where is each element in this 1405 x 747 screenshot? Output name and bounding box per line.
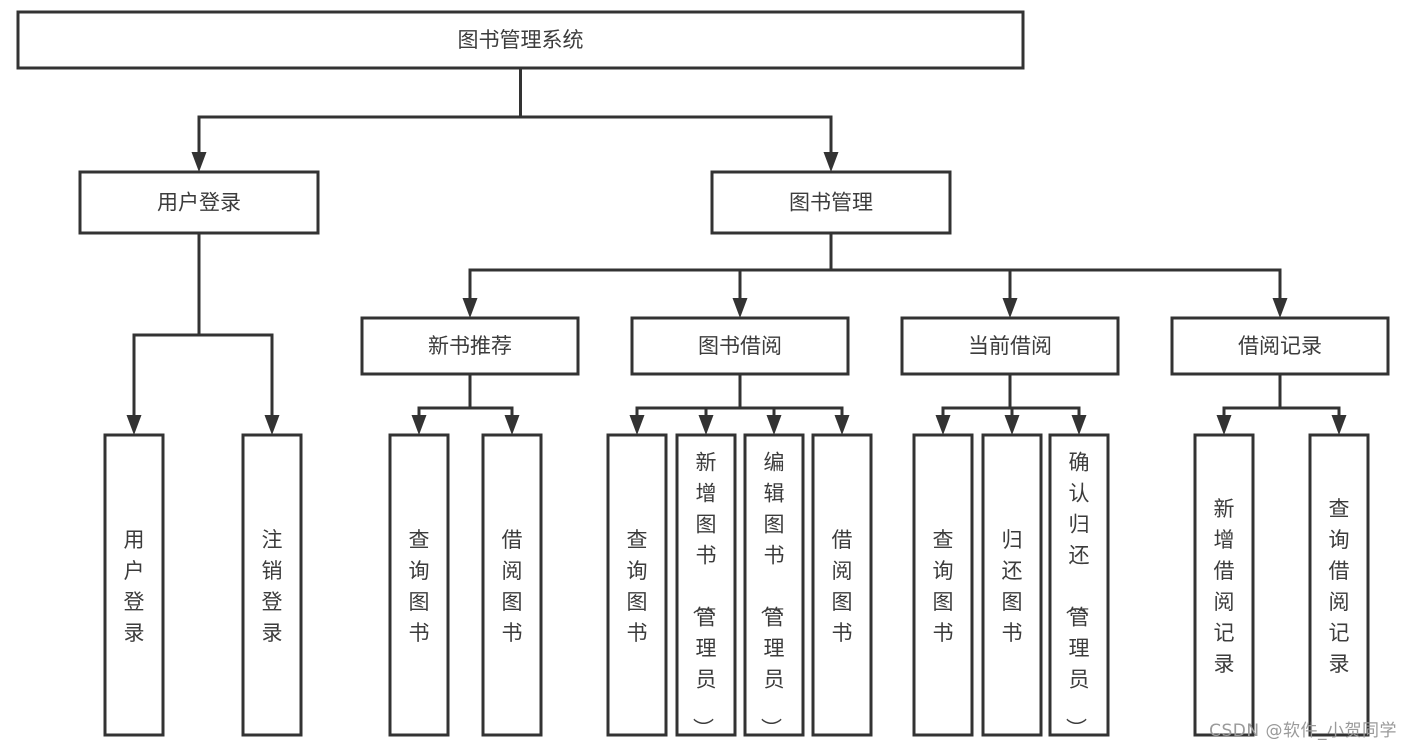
node-label: 新书推荐 <box>428 334 512 358</box>
arrow-head-icon <box>191 152 207 172</box>
node-borrow-record[interactable]: 借阅记录 <box>1170 316 1390 376</box>
node-box <box>606 433 668 737</box>
node-box <box>743 433 805 737</box>
arrow-head-icon <box>126 415 142 435</box>
node-box <box>1193 433 1255 737</box>
arrow-head-icon <box>1004 415 1020 435</box>
node-label: 用户登录 <box>124 528 145 645</box>
arrow-head-icon <box>823 152 839 172</box>
arrow-head-icon <box>1002 298 1018 318</box>
node-box <box>388 433 450 737</box>
node-label: 编辑图书（管理员） <box>759 451 785 739</box>
arrow-head-icon <box>411 415 427 435</box>
node-label: 用户登录 <box>157 191 241 215</box>
node-box <box>16 10 1025 70</box>
arrow-head-icon <box>264 415 280 435</box>
node-label: 注销登录 <box>262 528 283 645</box>
node-box <box>710 170 952 235</box>
node-box <box>1048 433 1110 737</box>
node-label: 确认归还（管理员） <box>1064 451 1090 739</box>
arrow-head-icon <box>1216 415 1232 435</box>
node-leaf-add-record[interactable]: 新增借阅记录 <box>1193 433 1255 737</box>
connector-group <box>191 66 839 172</box>
node-label: 图书管理 <box>789 191 873 215</box>
node-leaf-logout[interactable]: 注销登录 <box>241 433 303 737</box>
node-leaf-return-book[interactable]: 归还图书 <box>981 433 1043 737</box>
connector-group <box>1216 372 1347 435</box>
arrow-head-icon <box>629 415 645 435</box>
node-user-login[interactable]: 用户登录 <box>78 170 320 235</box>
node-box <box>981 433 1043 737</box>
node-leaf-query-book-rec[interactable]: 查询图书 <box>388 433 450 737</box>
node-leaf-borrow-book[interactable]: 借阅图书 <box>811 433 873 737</box>
node-root[interactable]: 图书管理系统 <box>16 10 1025 70</box>
connector-group <box>126 231 280 435</box>
arrow-head-icon <box>732 298 748 318</box>
node-leaf-query-book-borrow[interactable]: 查询图书 <box>606 433 668 737</box>
node-label: 借阅记录 <box>1238 334 1322 358</box>
node-label: 查询图书 <box>627 528 648 645</box>
arrow-head-icon <box>834 415 850 435</box>
arrow-head-icon <box>766 415 782 435</box>
arrow-head-icon <box>1071 415 1087 435</box>
connector-group <box>935 372 1087 435</box>
node-label: 图书借阅 <box>698 334 782 358</box>
arrow-head-icon <box>462 298 478 318</box>
arrow-head-icon <box>1272 298 1288 318</box>
watermark-text: CSDN @软件_小贺同学 <box>1209 721 1397 741</box>
node-label: 新增图书（管理员） <box>691 451 717 739</box>
node-label: 新增借阅记录 <box>1214 497 1235 676</box>
arrow-head-icon <box>504 415 520 435</box>
node-leaf-confirm-return[interactable]: 确认归还（管理员） <box>1048 433 1110 739</box>
node-current-borrow[interactable]: 当前借阅 <box>900 316 1120 376</box>
node-box <box>481 433 543 737</box>
node-new-book-recommend[interactable]: 新书推荐 <box>360 316 580 376</box>
node-label: 查询图书 <box>933 528 954 645</box>
connector-layer <box>126 66 1347 435</box>
node-book-borrow[interactable]: 图书借阅 <box>630 316 850 376</box>
node-leaf-borrow-book-rec[interactable]: 借阅图书 <box>481 433 543 737</box>
arrow-head-icon <box>935 415 951 435</box>
node-box <box>675 433 737 737</box>
node-leaf-query-record[interactable]: 查询借阅记录 <box>1308 433 1370 737</box>
connector-group <box>411 372 520 435</box>
node-box <box>1170 316 1390 376</box>
node-label: 查询图书 <box>409 528 430 645</box>
node-label: 借阅图书 <box>832 528 853 645</box>
node-box <box>1308 433 1370 737</box>
node-leaf-user-login[interactable]: 用户登录 <box>103 433 165 737</box>
node-box <box>103 433 165 737</box>
node-box <box>78 170 320 235</box>
connector-group <box>462 231 1288 318</box>
node-box <box>360 316 580 376</box>
node-label: 当前借阅 <box>968 334 1052 358</box>
node-label: 图书管理系统 <box>458 28 584 52</box>
node-layer: 图书管理系统用户登录图书管理新书推荐图书借阅当前借阅借阅记录用户登录注销登录查询… <box>16 10 1390 739</box>
arrow-head-icon <box>698 415 714 435</box>
node-leaf-edit-book[interactable]: 编辑图书（管理员） <box>743 433 805 739</box>
node-book-manage[interactable]: 图书管理 <box>710 170 952 235</box>
node-box <box>912 433 974 737</box>
node-box <box>900 316 1120 376</box>
node-leaf-add-book[interactable]: 新增图书（管理员） <box>675 433 737 739</box>
node-box <box>241 433 303 737</box>
node-label: 查询借阅记录 <box>1329 497 1350 676</box>
connector-group <box>629 372 850 435</box>
node-label: 归还图书 <box>1002 528 1023 645</box>
node-box <box>630 316 850 376</box>
node-leaf-query-book-cur[interactable]: 查询图书 <box>912 433 974 737</box>
node-box <box>811 433 873 737</box>
arrow-head-icon <box>1331 415 1347 435</box>
node-label: 借阅图书 <box>502 528 523 645</box>
